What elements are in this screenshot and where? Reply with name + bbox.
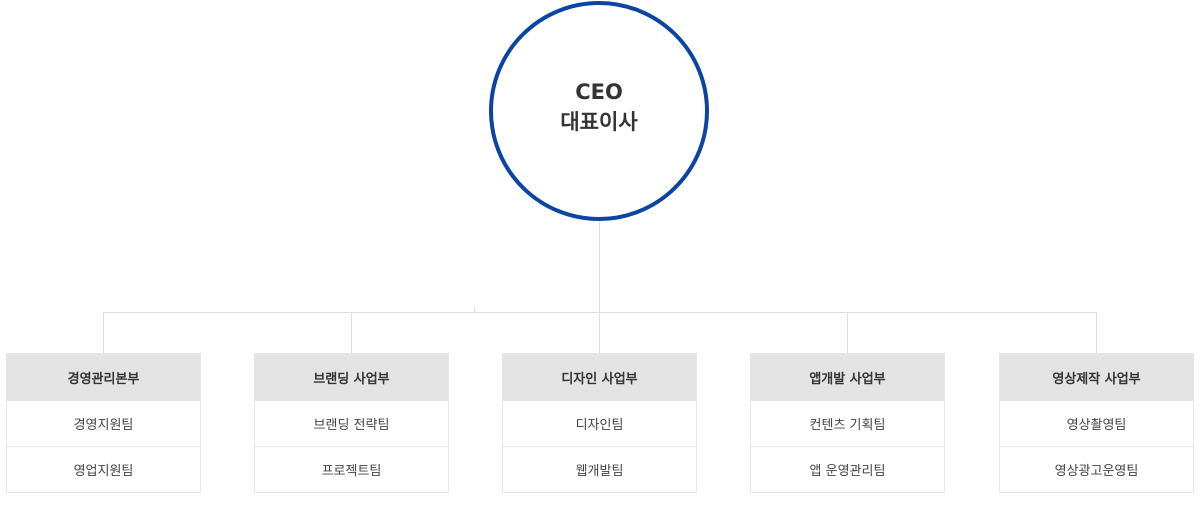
department-name: 디자인 사업부 [503, 354, 696, 401]
team-item: 영상촬영팀 [1066, 418, 1127, 433]
department-name: 앱개발 사업부 [751, 354, 944, 401]
department-name: 브랜딩 사업부 [255, 354, 448, 401]
team-item: 웹개발팀 [503, 446, 696, 492]
connector-horizontal-bus [103, 312, 1097, 313]
department-box: 경영관리본부 경영지원팀 영업지원팀 [6, 353, 201, 493]
connector-drop-2 [351, 312, 352, 353]
team-item: 경영지원팀 [73, 418, 134, 433]
team-item: 브랜딩 전략팀 [313, 418, 390, 433]
team-item: 프로젝트팀 [255, 446, 448, 492]
department-box: 디자인 사업부 디자인팀 웹개발팀 [502, 353, 697, 493]
connector-ceo-vertical [599, 221, 600, 312]
department-box: 영상제작 사업부 영상촬영팀 영상광고운영팀 [999, 353, 1194, 493]
team-item: 영상광고운영팀 [1000, 446, 1193, 492]
ceo-node: CEO 대표이사 [489, 1, 709, 221]
department-name: 경영관리본부 [7, 354, 200, 401]
department-box: 브랜딩 사업부 브랜딩 전략팀 프로젝트팀 [254, 353, 449, 493]
ceo-subtitle: 대표이사 [560, 110, 638, 134]
team-item: 디자인팀 [575, 418, 624, 433]
connector-drop-5 [1096, 312, 1097, 353]
team-item: 앱 운영관리팀 [751, 446, 944, 492]
connector-drop-3 [599, 312, 600, 353]
department-box: 앱개발 사업부 컨텐츠 기획팀 앱 운영관리팀 [750, 353, 945, 493]
connector-drop-4 [847, 312, 848, 353]
connector-bus-tick [474, 306, 475, 312]
ceo-title: CEO [575, 80, 623, 104]
connector-drop-1 [103, 312, 104, 353]
department-name: 영상제작 사업부 [1000, 354, 1193, 401]
team-item: 영업지원팀 [7, 446, 200, 492]
team-item: 컨텐츠 기획팀 [809, 418, 886, 433]
